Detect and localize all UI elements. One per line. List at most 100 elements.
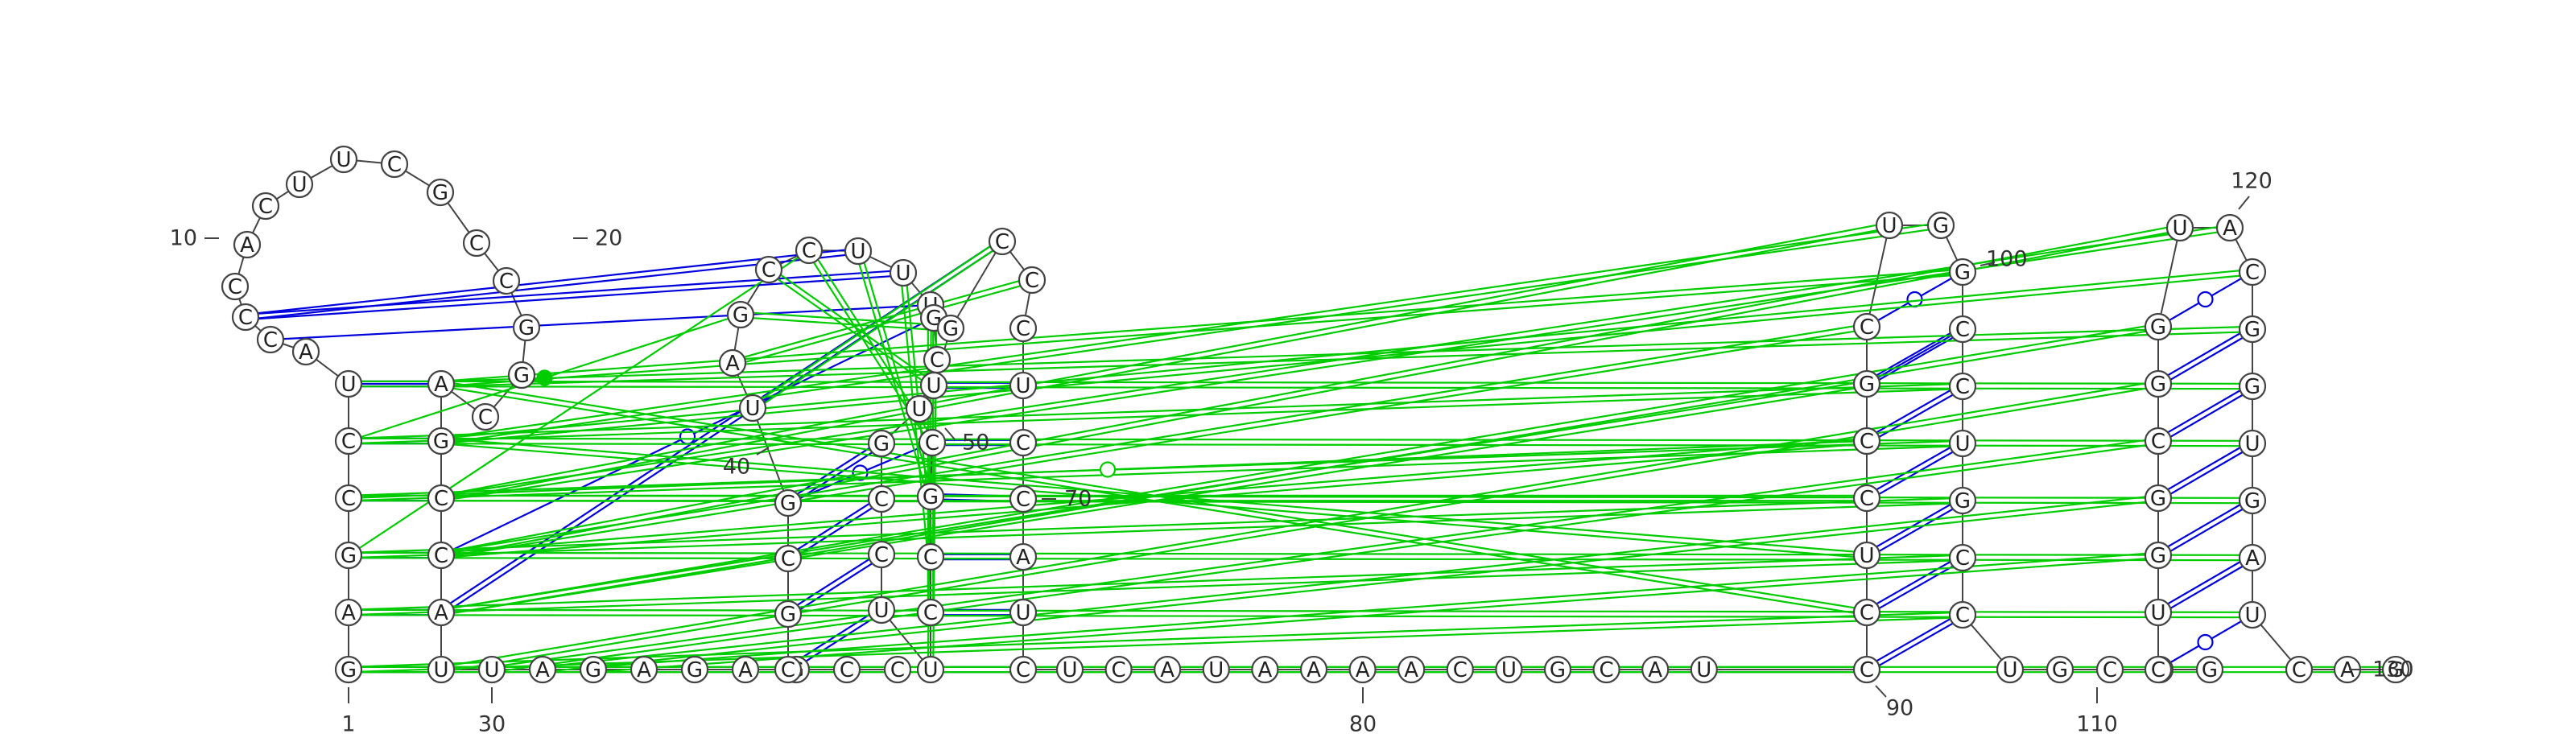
nucleotide-letter: A bbox=[2340, 658, 2355, 682]
nucleotide-50: C bbox=[923, 345, 952, 374]
nucleotide-12: C bbox=[251, 192, 280, 221]
nucleotide-letter: G bbox=[432, 181, 448, 205]
pair-marker bbox=[536, 369, 553, 386]
nucleotide-circle bbox=[832, 655, 861, 684]
nucleotide-circle bbox=[334, 484, 363, 513]
nucleotide-47: U bbox=[889, 258, 918, 287]
nucleotide-letter: C bbox=[478, 406, 493, 430]
nucleotide-61: U bbox=[919, 371, 948, 400]
nucleotide-76: A bbox=[1251, 655, 1279, 684]
nucleotide-122: U bbox=[2238, 600, 2267, 629]
nucleotide-circle bbox=[471, 402, 500, 431]
nucleotide-letter: C bbox=[923, 601, 938, 625]
nucleotide-circle bbox=[1009, 371, 1038, 400]
nucleotide-letter: A bbox=[1648, 658, 1662, 682]
base-pair-line bbox=[2159, 387, 2255, 444]
nucleotide-letter: G bbox=[2388, 658, 2404, 682]
nucleotide-circle bbox=[718, 348, 747, 377]
base-pair-line bbox=[2159, 558, 2255, 616]
nucleotide-90: C bbox=[1852, 427, 1881, 455]
nucleotide-115: A bbox=[2215, 213, 2244, 242]
nucleotide-letter: U bbox=[341, 373, 356, 397]
nucleotide-letter: C bbox=[1860, 315, 1874, 340]
base-pair-line bbox=[348, 382, 1963, 439]
nucleotide-letter: C bbox=[434, 487, 448, 511]
pair-marker bbox=[2197, 291, 2214, 308]
nucleotide-letter: A bbox=[434, 601, 448, 625]
nucleotide-104: C bbox=[2095, 655, 2124, 684]
nucleotide-circle bbox=[867, 484, 896, 513]
nucleotide-letter: C bbox=[762, 258, 776, 282]
base-pair-line bbox=[348, 554, 1963, 611]
nucleotide-letter: U bbox=[336, 148, 351, 172]
nucleotide-circle bbox=[2238, 372, 2267, 401]
nucleotide-letter: U bbox=[2172, 216, 2187, 241]
nucleotide-letter: A bbox=[738, 658, 753, 682]
nucleotide-4: C bbox=[334, 484, 363, 513]
nucleotide-letter: C bbox=[387, 153, 402, 177]
nucleotide-81: U bbox=[1495, 655, 1523, 684]
nucleotide-97: C bbox=[1948, 372, 1977, 401]
nucleotide-letter: G bbox=[733, 303, 749, 328]
base-pair-line bbox=[2156, 440, 2252, 497]
nucleotide-111: C bbox=[2144, 427, 2173, 455]
nucleotide-circle bbox=[329, 145, 358, 174]
nucleotide-letter: G bbox=[1955, 261, 1971, 285]
nucleotide-letter: C bbox=[930, 348, 944, 373]
nucleotide-circle bbox=[867, 540, 896, 569]
position-label-40: 40 bbox=[723, 455, 750, 480]
nucleotide-circle bbox=[2144, 369, 2173, 398]
nucleotide-79: A bbox=[1397, 655, 1426, 684]
nucleotide-116: C bbox=[2238, 258, 2267, 286]
nucleotide-80: C bbox=[1446, 655, 1474, 684]
nucleotide-circle bbox=[2381, 655, 2410, 684]
position-label-50: 50 bbox=[962, 431, 989, 455]
base-pair-line bbox=[860, 249, 935, 497]
position-label-120: 120 bbox=[2231, 169, 2273, 194]
nucleotide-circle bbox=[738, 394, 767, 422]
nucleotide-16: G bbox=[426, 178, 455, 207]
nucleotide-125: G bbox=[2381, 655, 2410, 684]
base-pair-line bbox=[441, 227, 1942, 445]
nucleotide-14: U bbox=[329, 145, 358, 174]
nucleotide-32: G bbox=[680, 655, 709, 684]
nucleotide-circle bbox=[726, 300, 755, 329]
nucleotide-circle bbox=[1009, 428, 1038, 457]
nucleotide-10: C bbox=[221, 272, 250, 301]
nucleotide-circle bbox=[1852, 655, 1881, 684]
nucleotide-3: G bbox=[334, 541, 363, 570]
position-tick bbox=[2238, 196, 2250, 210]
nucleotide-letter: U bbox=[291, 173, 307, 197]
base-pair-line bbox=[2156, 383, 2252, 440]
nucleotide-23: G bbox=[427, 427, 456, 455]
nucleotide-letter: C bbox=[1860, 487, 1874, 511]
nucleotide-30: G bbox=[579, 655, 608, 684]
nucleotide-circle bbox=[1592, 655, 1620, 684]
nucleotide-circle bbox=[919, 371, 948, 400]
nucleotide-circle bbox=[2144, 541, 2173, 570]
position-label-70: 70 bbox=[1064, 487, 1092, 512]
position-label-130: 130 bbox=[2372, 657, 2414, 682]
nucleotide-circle bbox=[477, 655, 506, 684]
nucleotide-94: G bbox=[1926, 211, 1955, 240]
nucleotide-letter: G bbox=[943, 317, 959, 341]
nucleotide-letter: G bbox=[780, 492, 796, 516]
nucleotide-circle bbox=[774, 544, 803, 573]
nucleotide-89: C bbox=[1852, 484, 1881, 513]
nucleotide-circle bbox=[334, 369, 363, 398]
nucleotide-45: C bbox=[795, 236, 824, 265]
nucleotide-letter: U bbox=[911, 398, 927, 422]
nucleotide-circle bbox=[774, 655, 803, 684]
nucleotide-92: C bbox=[1852, 312, 1881, 341]
base-pair-line bbox=[1868, 387, 1965, 444]
base-pair-line bbox=[2156, 497, 2252, 554]
nucleotide-99: G bbox=[1948, 486, 1977, 515]
nucleotide-circle bbox=[1055, 655, 1084, 684]
nucleotide-letter: G bbox=[2150, 487, 2166, 511]
base-pair-line bbox=[441, 385, 2159, 674]
nucleotide-letter: C bbox=[1016, 317, 1030, 341]
nucleotide-95: G bbox=[1948, 258, 1977, 286]
nucleotide-77: A bbox=[1299, 655, 1328, 684]
nucleotide-letter: C bbox=[341, 487, 356, 511]
